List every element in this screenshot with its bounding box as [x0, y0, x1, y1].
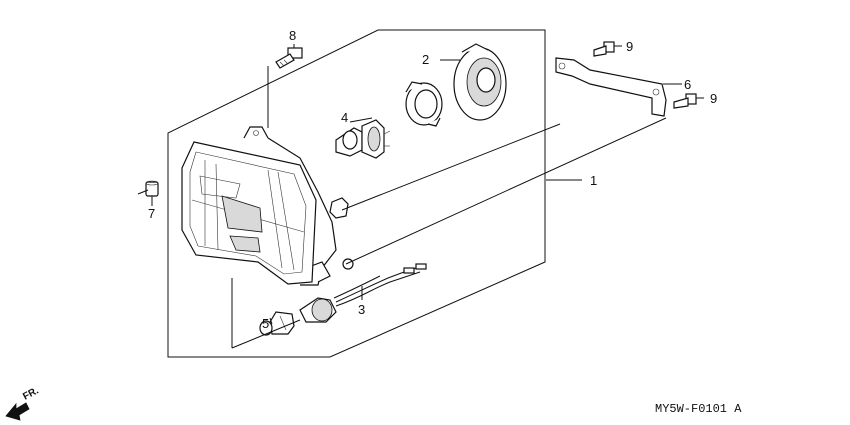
callout-6: 6: [684, 77, 691, 92]
callout-1: 1: [590, 173, 597, 188]
position-bulb: [259, 311, 295, 336]
front-direction-label: FR.: [21, 385, 41, 402]
diagram-code: MY5W-F0101 A: [655, 402, 742, 416]
headlight-bulb: [335, 119, 391, 159]
callout-4: 4: [341, 110, 348, 125]
bulb-retainer-ring: [405, 81, 443, 127]
bolt-stay-lower: [673, 93, 697, 109]
grommet: [145, 180, 159, 197]
leader-lines: [137, 44, 704, 349]
callout-8: 8: [289, 28, 296, 43]
headlight-housing: [181, 126, 337, 286]
callout-3: 3: [358, 302, 365, 317]
socket-harness: [299, 263, 427, 323]
bolt-stay-upper: [593, 41, 615, 57]
callout-2: 2: [422, 52, 429, 67]
headlight-stay: [555, 57, 667, 117]
assembly-boundary: [167, 29, 546, 358]
dust-cover: [453, 43, 507, 121]
housing-nut: [329, 197, 354, 270]
callout-9-upper: 9: [626, 39, 633, 54]
bolt-top: [275, 47, 303, 69]
callout-9-lower: 9: [710, 91, 717, 106]
front-direction-arrow: FR.: [5, 385, 41, 421]
callout-7: 7: [148, 206, 155, 221]
callout-5: 5: [262, 316, 269, 331]
